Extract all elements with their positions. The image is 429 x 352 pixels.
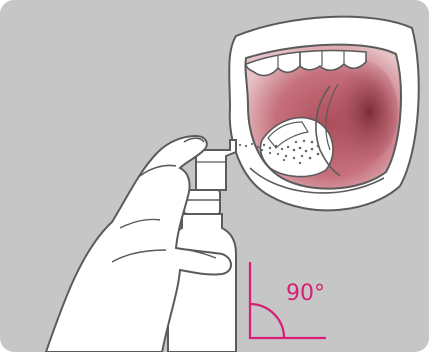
mouth-icon	[229, 17, 419, 211]
throat-shadow	[326, 60, 398, 164]
angle-label: 90°	[286, 281, 325, 306]
